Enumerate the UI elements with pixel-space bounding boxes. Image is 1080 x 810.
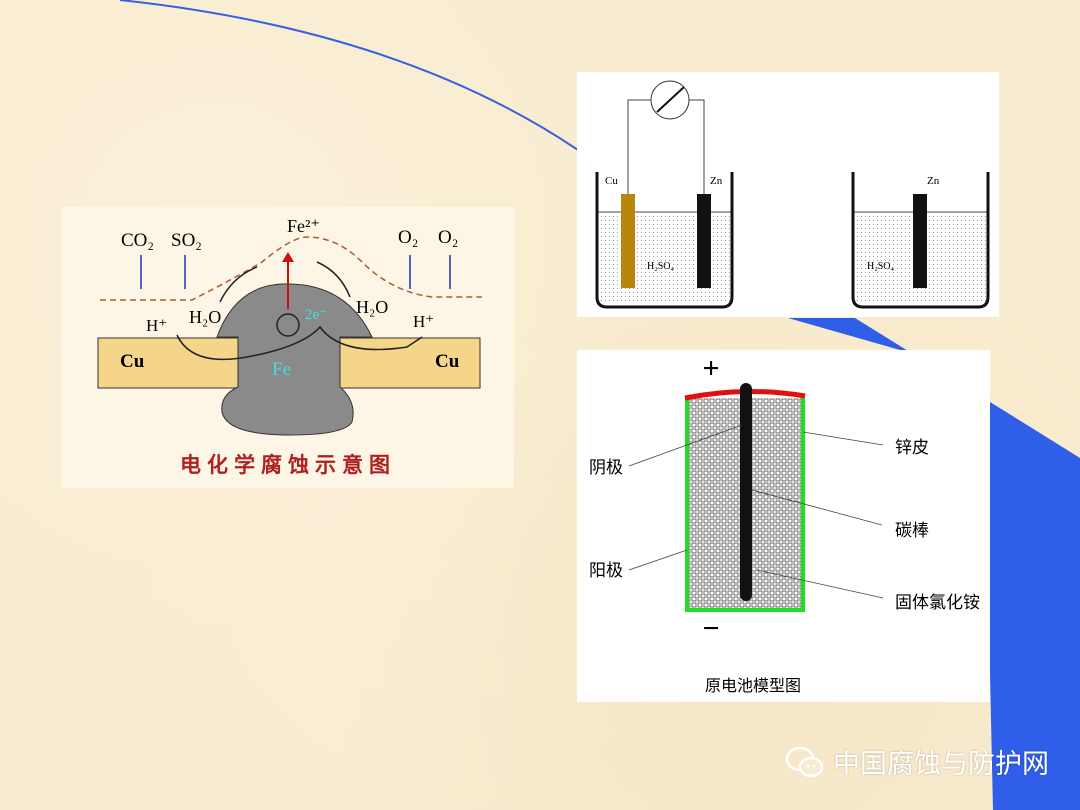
fe-label: Fe xyxy=(272,359,291,380)
cu-plate-left xyxy=(97,337,239,389)
blue-arc-line xyxy=(119,0,579,151)
h2o-arrow-left xyxy=(219,266,258,303)
cu-left-label: Cu xyxy=(120,351,145,372)
leader-lines xyxy=(628,424,884,599)
zn-electrode-right xyxy=(913,194,927,288)
electron-flow-arrow xyxy=(176,325,423,361)
carbon-rod-label: 碳棒 xyxy=(895,521,929,540)
anode-label: 阳极 xyxy=(589,561,623,580)
zn-label: Zn xyxy=(710,175,723,187)
cell-svg: Cu Zn H₂SO₄ Zn H₂SO₄ xyxy=(595,80,990,309)
electrons-label: 2e⁻ xyxy=(305,307,327,323)
watermark: 中国腐蚀与防护网 xyxy=(785,742,1049,781)
electrolyte-label: 固体氯化铵 xyxy=(895,593,980,612)
carbon-rod xyxy=(740,383,752,601)
cathode-label: 阴极 xyxy=(589,458,623,477)
so2-label: SO₂ xyxy=(171,230,202,251)
watermark-text: 中国腐蚀与防护网 xyxy=(833,749,1049,780)
wechat-icon xyxy=(785,746,824,777)
galvanic-cell-diagram: Cu Zn H₂SO₄ Zn H₂SO₄ xyxy=(577,72,999,317)
h2o-arrow-right xyxy=(316,261,351,298)
diagram-title: 电化学腐蚀示意图 xyxy=(180,453,396,477)
wire xyxy=(627,99,705,194)
zn-electrode xyxy=(697,194,711,288)
beaker-left xyxy=(595,172,734,309)
solution-label-right: H₂SO₄ xyxy=(867,261,894,272)
gas-arrows xyxy=(140,255,451,289)
cu-right-label: Cu xyxy=(435,351,460,372)
zinc-shell-label: 锌皮 xyxy=(895,438,929,457)
blue-band xyxy=(788,318,1080,810)
h-left-label: H⁺ xyxy=(146,316,167,335)
plus-sign: + xyxy=(702,352,719,385)
o2-label-a: O₂ xyxy=(398,227,418,248)
battery-model-diagram: + − 阴极 阳极 锌皮 碳棒 固体氯化铵 原电池模型图 xyxy=(577,350,990,702)
zn-label-right: Zn xyxy=(927,175,940,187)
water-line xyxy=(100,236,482,301)
h-right-label: H⁺ xyxy=(413,312,434,331)
h2o-right-label: H₂O xyxy=(356,297,388,317)
corrosion-svg: CO₂ SO₂ O₂ O₂ Fe²⁺ H₂O H₂O H⁺ H⁺ 2e⁻ Fe … xyxy=(97,216,482,477)
minus-sign: − xyxy=(702,612,719,645)
beaker-right xyxy=(851,172,990,309)
battery-title: 原电池模型图 xyxy=(705,677,801,695)
o2-label-b: O₂ xyxy=(438,227,458,248)
co2-label: CO₂ xyxy=(121,230,154,251)
fe-rivet xyxy=(216,283,373,436)
cu-label: Cu xyxy=(605,175,618,187)
cu-electrode xyxy=(621,194,635,288)
battery-svg: + − 阴极 阳极 锌皮 碳棒 固体氯化铵 原电池模型图 xyxy=(589,352,980,695)
fe-atom xyxy=(276,313,300,337)
electrochemical-corrosion-diagram: CO₂ SO₂ O₂ O₂ Fe²⁺ H₂O H₂O H⁺ H⁺ 2e⁻ Fe … xyxy=(62,207,514,488)
solution-label-left: H₂SO₄ xyxy=(647,261,674,272)
fe-ion-arrow-head xyxy=(282,252,294,262)
fe-ion-label: Fe²⁺ xyxy=(287,216,320,236)
cu-plate-right xyxy=(339,337,481,389)
h2o-left-label: H₂O xyxy=(189,307,221,327)
